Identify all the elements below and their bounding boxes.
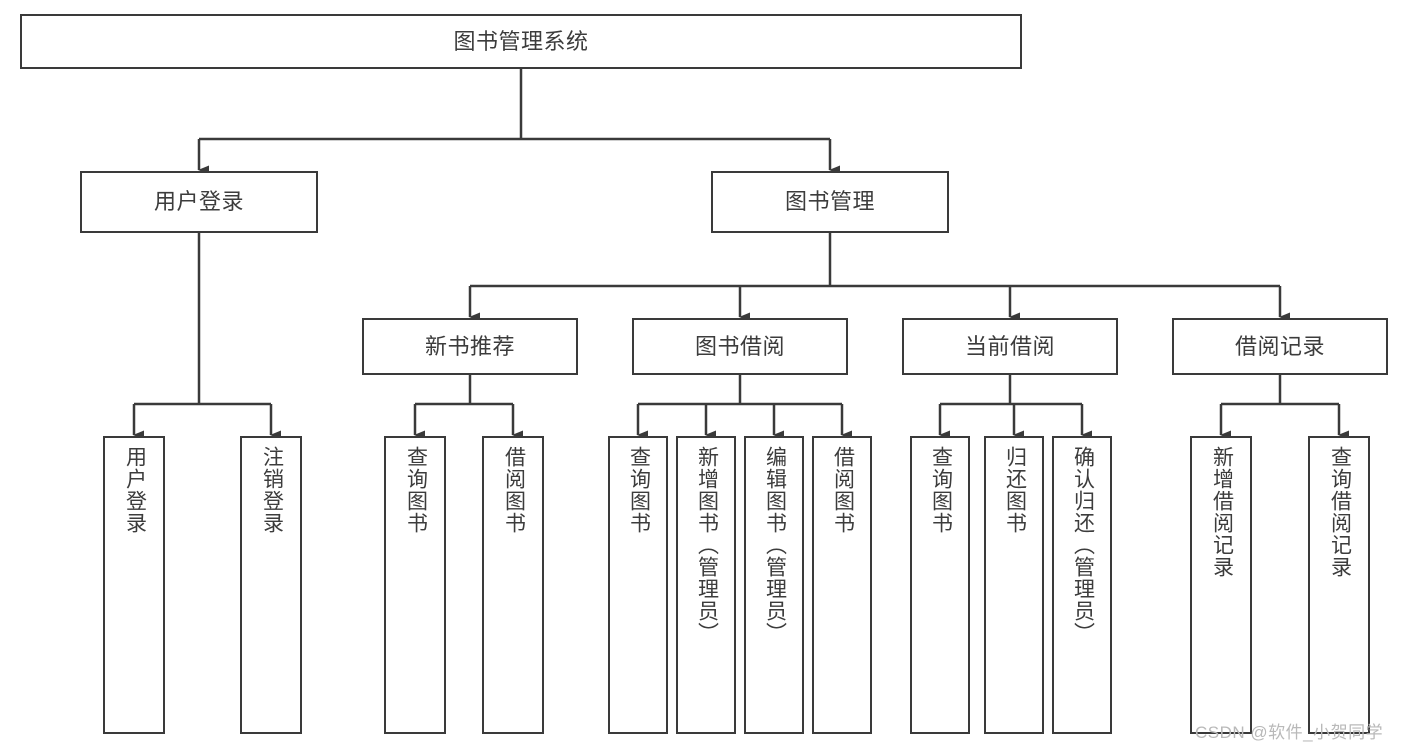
node-label: 借阅图书 [831,446,855,534]
node-leaf-query-record[interactable]: 查询借阅记录 [1308,436,1370,734]
node-leaf-query-book-3[interactable]: 查询图书 [910,436,970,734]
node-label: 新增图书（管理员） [695,446,719,644]
node-leaf-edit-book[interactable]: 编辑图书（管理员） [744,436,804,734]
node-label: 编辑图书（管理员） [763,446,787,644]
node-current-borrow[interactable]: 当前借阅 [902,318,1118,375]
node-leaf-user-logout[interactable]: 注销登录 [240,436,302,734]
node-leaf-borrow-book-1[interactable]: 借阅图书 [482,436,544,734]
node-label: 图书借阅 [694,333,785,359]
node-book-borrow[interactable]: 图书借阅 [632,318,848,375]
node-new-book-rec[interactable]: 新书推荐 [362,318,578,375]
tree-connectors [132,69,1349,440]
node-label: 用户登录 [123,446,147,534]
node-label: 确认归还（管理员） [1071,446,1095,644]
node-leaf-borrow-book-2[interactable]: 借阅图书 [812,436,872,734]
node-label: 借阅记录 [1234,333,1325,359]
node-label: 用户登录 [153,189,244,215]
node-leaf-return-book[interactable]: 归还图书 [984,436,1044,734]
node-label: 借阅图书 [502,446,526,534]
node-leaf-user-login[interactable]: 用户登录 [103,436,165,734]
node-root[interactable]: 图书管理系统 [20,14,1022,69]
node-book-manage[interactable]: 图书管理 [711,171,949,233]
node-label: 归还图书 [1003,446,1027,534]
node-label: 注销登录 [260,446,284,534]
node-label: 查询图书 [404,446,428,534]
node-label: 新增借阅记录 [1210,446,1234,578]
node-user-login[interactable]: 用户登录 [80,171,318,233]
node-leaf-add-record[interactable]: 新增借阅记录 [1190,436,1252,734]
node-label: 图书管理系统 [453,28,589,54]
node-label: 查询借阅记录 [1328,446,1352,578]
node-leaf-confirm-return[interactable]: 确认归还（管理员） [1052,436,1112,734]
node-leaf-query-book-1[interactable]: 查询图书 [384,436,446,734]
node-leaf-add-book[interactable]: 新增图书（管理员） [676,436,736,734]
node-leaf-query-book-2[interactable]: 查询图书 [608,436,668,734]
node-label: 查询图书 [929,446,953,534]
node-borrow-record[interactable]: 借阅记录 [1172,318,1388,375]
node-label: 查询图书 [627,446,651,534]
node-label: 新书推荐 [424,333,515,359]
node-label: 图书管理 [784,189,875,215]
node-label: 当前借阅 [964,333,1055,359]
